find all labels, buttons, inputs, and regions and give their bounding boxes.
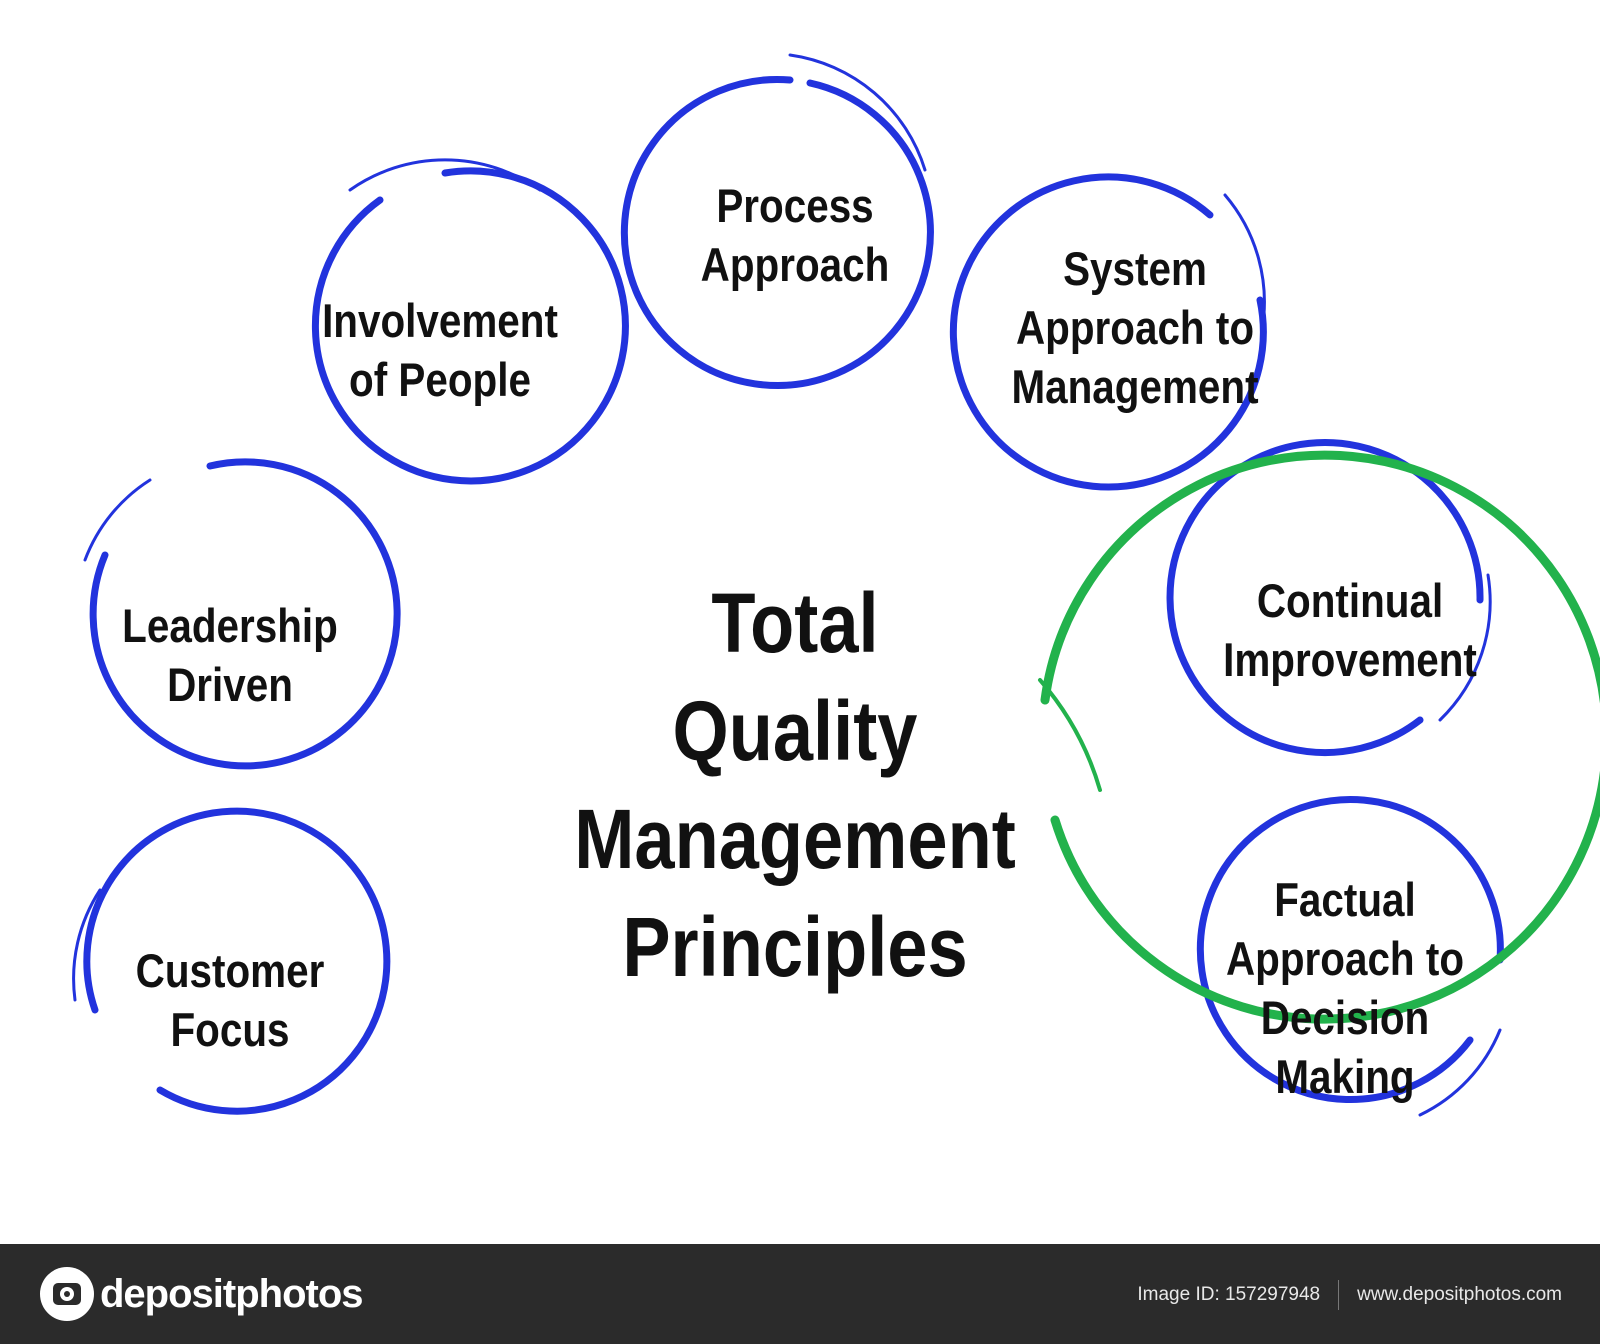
node-label-line: Approach to bbox=[1225, 931, 1465, 985]
center-title-line: Quality bbox=[672, 684, 918, 778]
node-system-approach: System Approach to Management bbox=[1006, 235, 1264, 420]
stock-footer: depositphotos Image ID: 157297948 www.de… bbox=[0, 1244, 1600, 1344]
node-process-approach: Process Approach bbox=[666, 170, 924, 300]
center-title-line: Principles bbox=[622, 900, 968, 994]
node-continual-improvement: Continual Improvement bbox=[1221, 565, 1479, 695]
node-label-line: Making bbox=[1275, 1049, 1415, 1103]
node-label-line: Factual bbox=[1274, 872, 1416, 926]
ring-center bbox=[1040, 450, 1600, 1024]
node-label-line: of People bbox=[349, 353, 531, 406]
node-leadership-driven: Leadership Driven bbox=[101, 590, 359, 720]
center-title-line: Total bbox=[711, 576, 879, 670]
node-label-line: Customer bbox=[135, 944, 325, 997]
node-customer-focus: Customer Focus bbox=[101, 935, 359, 1065]
camera-icon bbox=[40, 1267, 94, 1321]
node-label-line: Decision bbox=[1260, 990, 1430, 1044]
footer-meta: Image ID: 157297948 www.depositphotos.co… bbox=[1137, 1280, 1562, 1310]
ring-factual-approach bbox=[1196, 796, 1504, 1103]
node-label-line: Leadership bbox=[122, 599, 338, 652]
node-label-line: Focus bbox=[170, 1003, 290, 1056]
brand-name: depositphotos bbox=[100, 1271, 364, 1316]
node-label-line: Management bbox=[1011, 360, 1259, 413]
ring-system-approach bbox=[949, 173, 1267, 491]
diagram: Total Quality Management Principles Proc… bbox=[72, 53, 1600, 1117]
node-label-line: Process bbox=[716, 179, 874, 232]
node-involvement-of-people: Involvement of People bbox=[311, 285, 569, 415]
ring-customer-focus bbox=[83, 807, 391, 1115]
node-label-line: Driven bbox=[167, 658, 293, 711]
image-id: Image ID: 157297948 bbox=[1137, 1284, 1321, 1305]
ring-leadership-driven bbox=[89, 458, 401, 770]
brand-logo[interactable]: depositphotos bbox=[40, 1267, 364, 1321]
ring-involvement-of-people bbox=[311, 167, 629, 485]
node-factual-approach: Factual Approach to Decision Making bbox=[1216, 865, 1474, 1110]
node-label-line: Continual bbox=[1256, 574, 1444, 627]
node-label-line: Approach to bbox=[1015, 301, 1255, 354]
site-link[interactable]: www.depositphotos.com bbox=[1357, 1284, 1562, 1305]
node-label-line: System bbox=[1063, 242, 1207, 295]
node-label-line: Improvement bbox=[1223, 633, 1477, 686]
node-label-line: Approach bbox=[700, 238, 890, 291]
center-title-line: Management bbox=[574, 792, 1016, 886]
ring-process-approach bbox=[620, 75, 934, 389]
center-title: Total Quality Management Principles bbox=[574, 570, 1016, 1000]
diagram-rings bbox=[72, 53, 1600, 1117]
divider bbox=[1338, 1280, 1340, 1310]
ring-continual-improvement bbox=[1166, 439, 1484, 757]
node-label-line: Involvement bbox=[322, 294, 558, 347]
